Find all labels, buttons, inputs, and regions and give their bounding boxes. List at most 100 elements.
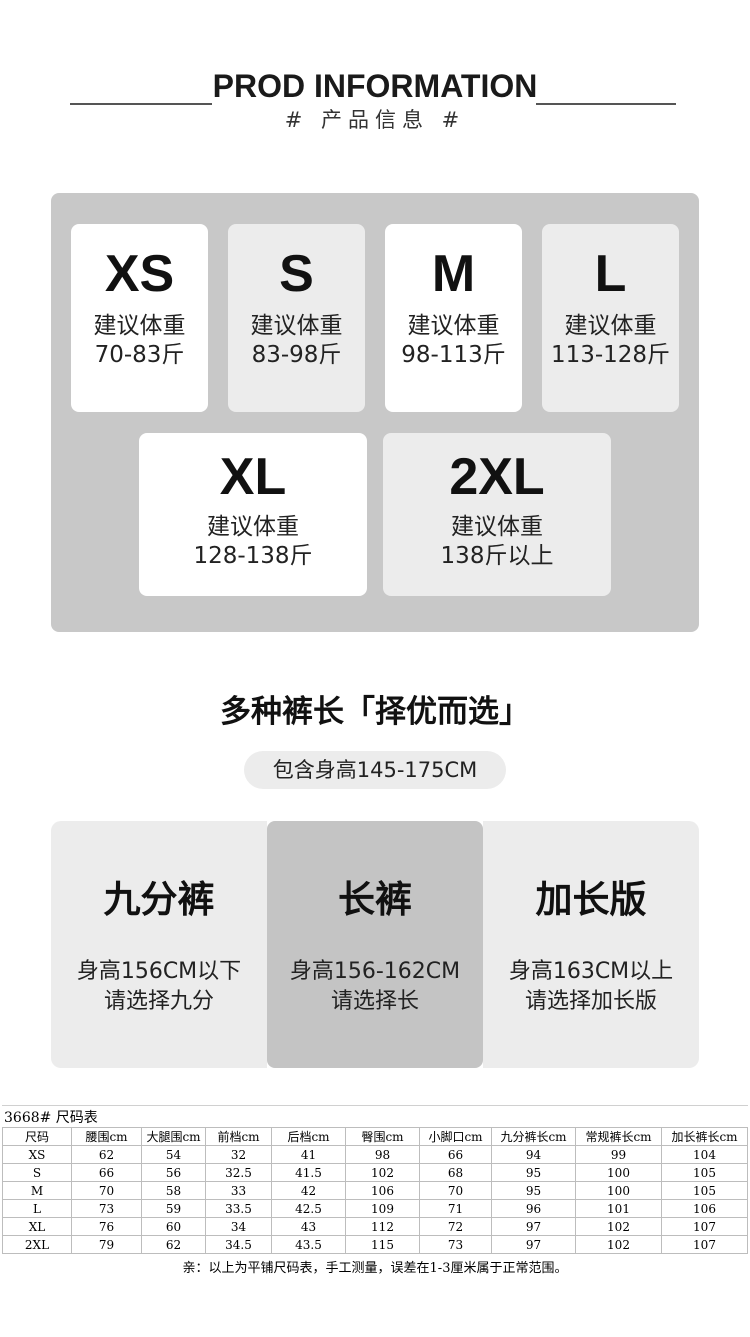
column-header: 后档cm [271,1127,346,1146]
table-cell: XS [2,1145,72,1164]
table-header-row: 尺码 腰围cm 大腿围cm 前档cm 后档cm 臀围cm 小脚口cm 九分裤长c… [2,1127,748,1146]
size-card-l: L 建议体重 113-128斤 [542,224,679,412]
table-cell: XL [2,1217,72,1236]
table-cell: M [2,1181,72,1200]
size-weight-label: 建议体重 [93,313,186,339]
table-cell: 73 [71,1199,142,1218]
length-advice: 请选择加长版 [524,989,657,1014]
table-cell: 72 [419,1217,492,1236]
table-row: XS 62 54 32 41 98 66 94 99 104 [2,1145,748,1164]
table-cell: 58 [141,1181,206,1200]
table-cell: 96 [491,1199,576,1218]
table-cell: 70 [71,1181,142,1200]
size-weight-label: 建议体重 [250,313,343,339]
table-row: 2XL 79 62 34.5 43.5 115 73 97 102 107 [2,1235,748,1254]
table-cell: 98 [345,1145,420,1164]
column-header: 九分裤长cm [491,1127,576,1146]
table-cell: 62 [71,1145,142,1164]
size-weight-range: 128-138斤 [193,543,313,569]
table-cell: 102 [575,1235,662,1254]
size-chart-caption: 3668# 尺码表 [4,1110,98,1126]
table-cell: 115 [345,1235,420,1254]
table-cell: 71 [419,1199,492,1218]
table-cell: 95 [491,1163,576,1182]
length-height: 身高156-162CM [289,959,461,984]
table-cell: 104 [661,1145,748,1164]
table-cell: 76 [71,1217,142,1236]
table-cell: 32 [205,1145,272,1164]
size-weight-range: 113-128斤 [550,342,671,368]
size-weight-label: 建议体重 [407,313,500,339]
column-header: 加长裤长cm [661,1127,748,1146]
size-weight-range: 70-83斤 [94,342,185,368]
table-cell: 34 [205,1217,272,1236]
length-name: 九分裤 [103,878,215,921]
size-chart-note: 亲：以上为平铺尺码表，手工测量，误差在1-3厘米属于正常范围。 [182,1261,568,1276]
table-cell: 56 [141,1163,206,1182]
size-name: XS [104,245,175,303]
table-cell: 62 [141,1235,206,1254]
size-name: 2XL [449,448,545,506]
table-row: S 66 56 32.5 41.5 102 68 95 100 105 [2,1163,748,1182]
table-cell: 32.5 [205,1163,272,1182]
length-section-title: 多种裤长「择优而选」 [220,694,530,730]
size-recommendation-panel: XS 建议体重 70-83斤 S 建议体重 83-98斤 M 建议体重 98-1… [51,193,699,632]
table-row: M 70 58 33 42 106 70 95 100 105 [2,1181,748,1200]
table-cell: 99 [575,1145,662,1164]
table-cell: 79 [71,1235,142,1254]
table-cell: 54 [141,1145,206,1164]
size-weight-label: 建议体重 [451,514,543,540]
size-name: S [279,245,314,303]
table-cell: 42 [271,1181,346,1200]
size-weight-range: 98-113斤 [401,342,506,368]
length-advice: 请选择长 [330,989,419,1014]
table-cell: 42.5 [271,1199,346,1218]
table-cell: 97 [491,1217,576,1236]
size-card-m: M 建议体重 98-113斤 [385,224,522,412]
size-card-2xl: 2XL 建议体重 138斤以上 [383,433,611,596]
height-range-badge: 包含身高145-175CM [244,751,506,789]
table-cell: S [2,1163,72,1182]
table-cell: 2XL [2,1235,72,1254]
table-cell: 59 [141,1199,206,1218]
size-name: XL [219,448,287,506]
length-name: 加长版 [535,878,647,921]
table-cell: 60 [141,1217,206,1236]
size-weight-label: 建议体重 [564,313,657,339]
page-subtitle: # 产品信息 # [284,108,466,132]
title-divider-left [70,103,212,105]
table-cell: 41.5 [271,1163,346,1182]
table-cell: 100 [575,1181,662,1200]
page-title: PROD INFORMATION [212,68,538,104]
table-top-border [2,1105,748,1106]
table-cell: 66 [71,1163,142,1182]
size-card-xl: XL 建议体重 128-138斤 [139,433,367,596]
table-cell: 107 [661,1235,748,1254]
table-cell: 43 [271,1217,346,1236]
table-cell: 33.5 [205,1199,272,1218]
size-card-s: S 建议体重 83-98斤 [228,224,365,412]
size-card-xs: XS 建议体重 70-83斤 [71,224,208,412]
size-weight-label: 建议体重 [207,514,299,540]
table-cell: 68 [419,1163,492,1182]
table-cell: 73 [419,1235,492,1254]
length-card-extended: 加长版 身高163CM以上 请选择加长版 [483,821,699,1068]
table-cell: 95 [491,1181,576,1200]
table-cell: L [2,1199,72,1218]
table-cell: 41 [271,1145,346,1164]
column-header: 前档cm [205,1127,272,1146]
table-cell: 43.5 [271,1235,346,1254]
column-header: 臀围cm [345,1127,420,1146]
table-cell: 105 [661,1181,748,1200]
table-cell: 94 [491,1145,576,1164]
table-cell: 34.5 [205,1235,272,1254]
length-advice: 请选择九分 [103,989,214,1014]
size-name: M [431,245,476,303]
column-header: 大腿围cm [141,1127,206,1146]
size-weight-range: 138斤以上 [440,543,554,569]
length-height: 身高156CM以下 [76,959,242,984]
table-cell: 66 [419,1145,492,1164]
length-name: 长裤 [338,878,412,921]
column-header: 小脚口cm [419,1127,492,1146]
table-cell: 105 [661,1163,748,1182]
